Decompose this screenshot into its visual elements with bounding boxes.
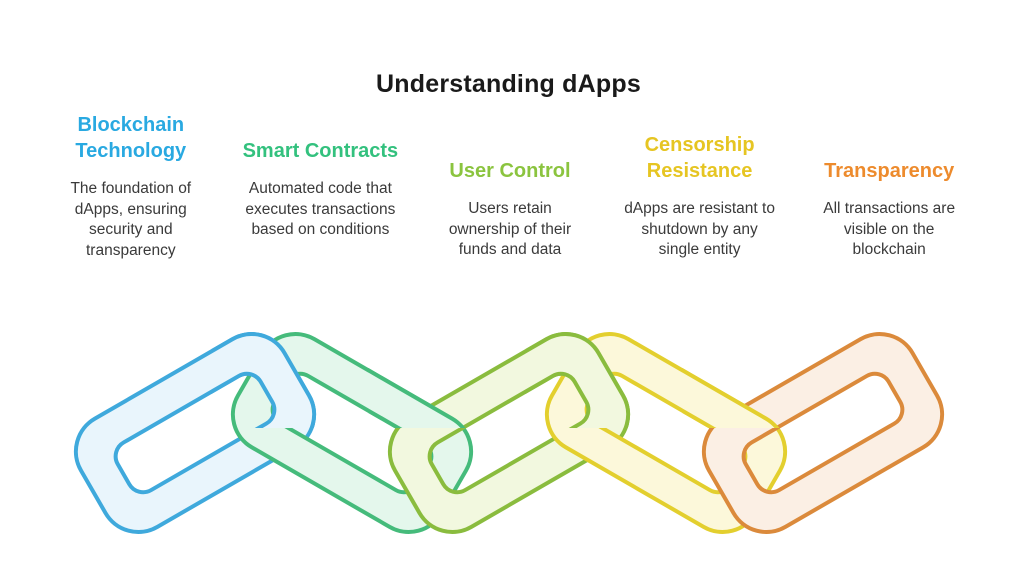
page-title: Understanding dApps (376, 69, 641, 98)
column-heading-box: Censorship Resistance (611, 132, 789, 184)
chain-link-blue (211, 332, 317, 428)
column-heading-box: Blockchain Technology (42, 112, 220, 164)
column-description: The foundation of dApps, ensuring securi… (70, 180, 192, 259)
column-heading: Transparency (824, 160, 955, 182)
column-heading-box: User Control (421, 132, 599, 184)
column-description: Users retain ownership of their funds an… (448, 200, 572, 258)
chain-weave-overlay-blue (211, 332, 317, 428)
concept-columns: Blockchain Technology The foundation of … (36, 112, 984, 261)
column-description: All transactions are visible on the bloc… (823, 200, 956, 258)
column-heading-box: Transparency (800, 132, 978, 184)
chain-link-yellow-green (525, 332, 631, 428)
column-heading: Censorship Resistance (644, 134, 755, 182)
column-transparency: Transparency All transactions are visibl… (794, 112, 984, 261)
column-heading: Blockchain Technology (75, 114, 187, 162)
column-censorship-resistance: Censorship Resistance dApps are resistan… (605, 112, 795, 261)
column-description: dApps are resistant to shutdown by any s… (624, 200, 775, 258)
chain-link-orange (701, 332, 945, 534)
column-user-control: User Control Users retain ownership of t… (415, 112, 605, 261)
column-blockchain-technology: Blockchain Technology The foundation of … (36, 112, 226, 261)
column-heading-box: Smart Contracts (232, 112, 410, 164)
chain-weave-overlay-yellow-green (525, 332, 631, 428)
column-description: Automated code that executes transaction… (245, 180, 396, 238)
column-heading: Smart Contracts (242, 140, 399, 162)
column-smart-contracts: Smart Contracts Automated code that exec… (226, 112, 416, 261)
chain-illustration (73, 332, 945, 534)
column-heading: User Control (449, 160, 571, 182)
